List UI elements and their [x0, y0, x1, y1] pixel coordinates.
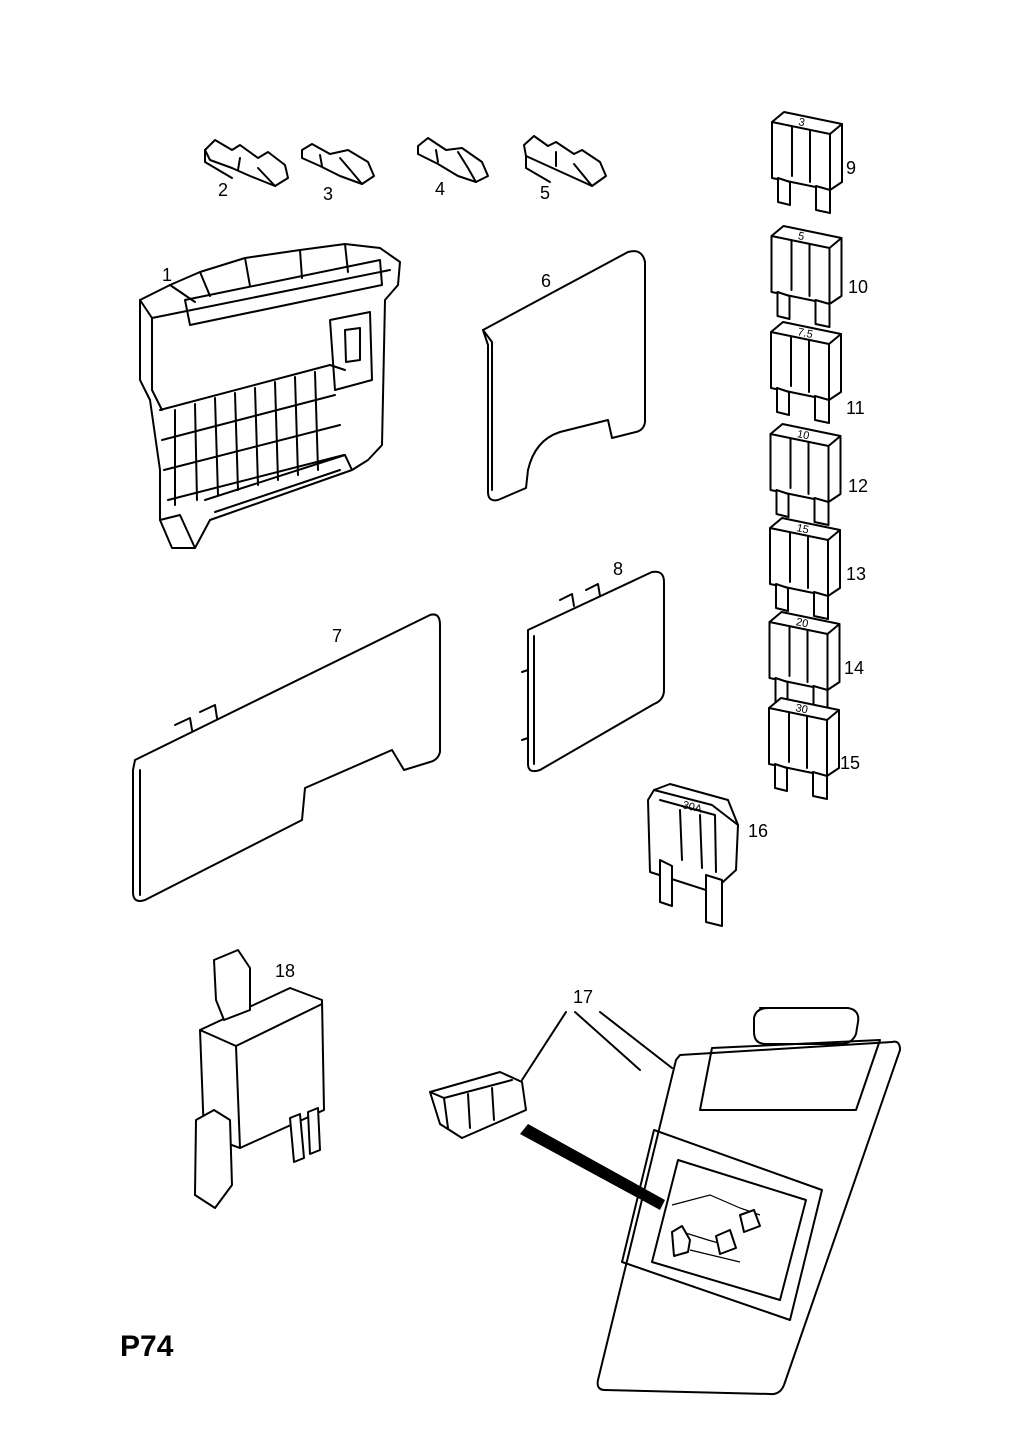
relay-part-18 — [194, 949, 325, 1209]
callout-18: 18 — [275, 961, 296, 981]
fuse-rating-label: 3 — [797, 116, 805, 129]
fuse-rating-label: 7.5 — [796, 326, 813, 341]
fuse-box-part-1 — [139, 243, 401, 549]
cover-part-6 — [482, 250, 646, 502]
terminal-part-3 — [301, 143, 375, 185]
callout-9: 9 — [846, 158, 857, 178]
callout-7: 7 — [332, 626, 343, 646]
blade-fuse-part-13: 15 — [769, 517, 841, 620]
blade-fuse-part-11: 7.5 — [770, 321, 842, 424]
terminal-part-2 — [204, 139, 289, 187]
fuse-rating-label: 10 — [796, 428, 810, 442]
blade-fuse-stack: 3 5 7.5 10 15 20 30 — [768, 111, 843, 800]
callout-11: 11 — [846, 398, 865, 418]
callout-14: 14 — [844, 658, 865, 678]
blade-fuse-part-9: 3 — [771, 111, 843, 214]
terminal-part-4 — [417, 137, 489, 183]
cover-part-7 — [132, 613, 441, 902]
blade-fuse-part-15: 30 — [768, 697, 840, 800]
fuse-rating-label: 30 — [794, 702, 808, 716]
fuse-pack-part-17 — [429, 1007, 901, 1396]
maxi-fuse-rating-label: 30A — [681, 799, 704, 816]
callout-12: 12 — [848, 476, 869, 496]
blade-fuse-part-12: 10 — [769, 423, 842, 526]
fuse-rating-label: 5 — [797, 230, 805, 243]
page-code: P74 — [120, 1330, 174, 1363]
fuse-rating-label: 15 — [795, 522, 809, 536]
callout-5: 5 — [540, 183, 551, 203]
callout-6: 6 — [541, 271, 552, 291]
maxi-fuse-part-16: 30A — [647, 783, 739, 927]
callout-10: 10 — [848, 277, 869, 297]
callout-2: 2 — [218, 180, 229, 200]
callout-15: 15 — [840, 753, 861, 773]
terminal-part-5 — [523, 135, 607, 187]
callout-8: 8 — [613, 559, 624, 579]
callout-17: 17 — [573, 987, 594, 1007]
fuse-rating-label: 20 — [795, 616, 809, 630]
callout-13: 13 — [846, 564, 867, 584]
callout-16: 16 — [748, 821, 769, 841]
callout-1: 1 — [162, 265, 173, 285]
callout-4: 4 — [435, 179, 446, 199]
blade-fuse-part-10: 5 — [770, 225, 843, 328]
callout-3: 3 — [323, 184, 334, 204]
cover-part-8 — [521, 570, 665, 773]
